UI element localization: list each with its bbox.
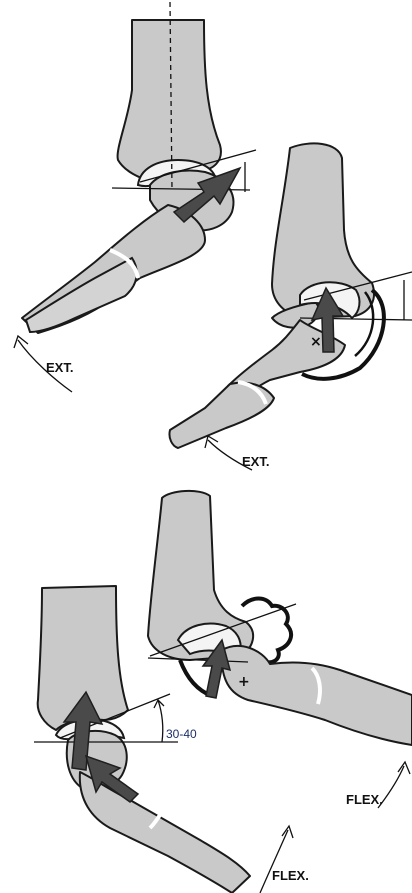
angle-label: 30-40 — [166, 727, 197, 741]
mark-x: × — [310, 334, 322, 350]
label-flex-bottom: FLEX. — [272, 868, 309, 883]
ext-head-1 — [14, 336, 28, 348]
label-ext-mid: EXT. — [242, 454, 269, 469]
mark-plus: + — [238, 674, 250, 690]
label-ext-top: EXT. — [46, 360, 73, 375]
flex-curve-4 — [260, 830, 288, 893]
ext-head-2 — [205, 436, 218, 448]
panel-extension-left: EXT. — [14, 2, 256, 392]
forearm-4 — [80, 772, 250, 893]
panel-flexion-right: + FLEX. — [148, 491, 412, 808]
radius-1 — [26, 258, 137, 332]
flex-head-3 — [398, 762, 410, 774]
angle-arc-4 — [158, 700, 163, 742]
ulna-3 — [222, 646, 412, 745]
humerus-1 — [118, 20, 221, 182]
label-flex-right: FLEX. — [346, 792, 383, 807]
